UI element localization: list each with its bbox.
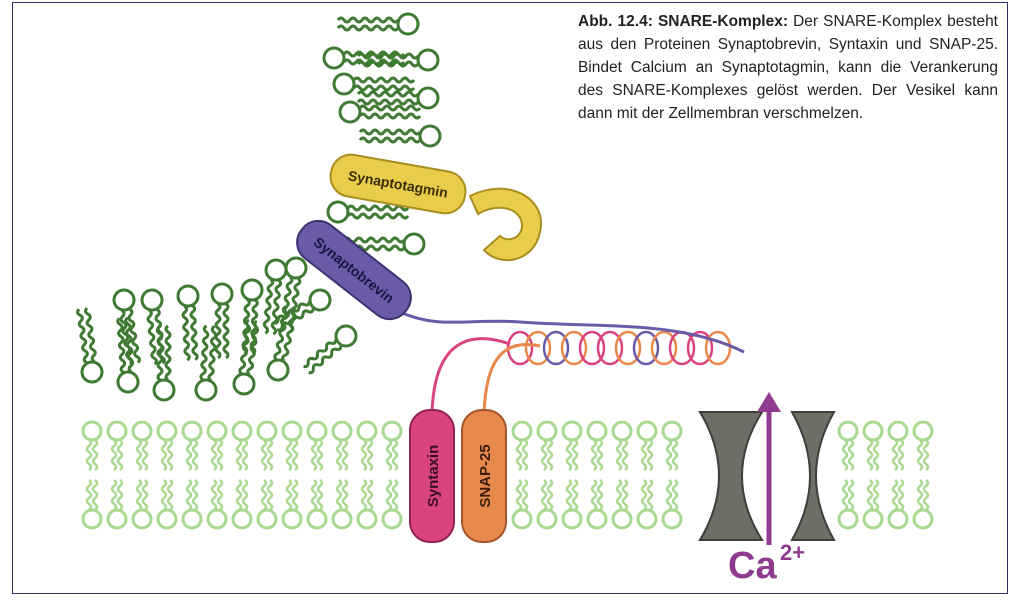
vesicle-lipid [338, 100, 422, 124]
coil-loop [614, 330, 642, 366]
calcium-channel [698, 411, 836, 541]
cell-membrane-lipid [181, 420, 203, 530]
syntaxin-protein: Syntaxin [409, 409, 455, 543]
vesicle-lipid [332, 72, 416, 96]
cell-membrane-lipid [887, 420, 909, 530]
cell-membrane-lipid [837, 420, 859, 530]
channel-right-half [790, 411, 836, 541]
cell-membrane-lipid [106, 420, 128, 530]
cell-membrane-lipid [611, 420, 633, 530]
coil-loop [632, 330, 660, 366]
vesicle-lipid [140, 288, 166, 366]
cell-membrane-lipid [381, 420, 403, 530]
cell-membrane-lipid [862, 420, 884, 530]
snap25-tail [482, 343, 541, 415]
cell-membrane-lipid [206, 420, 228, 530]
vesicle-lipid [322, 46, 406, 70]
snap25-label: SNAP-25 [477, 444, 494, 507]
vesicle-lipid [326, 200, 410, 224]
vesicle-lipid [210, 282, 234, 360]
snap25-protein: SNAP-25 [461, 409, 507, 543]
vesicle-membrane [76, 12, 442, 402]
coil-loop [578, 330, 606, 366]
coil-loop [596, 330, 624, 366]
coil-loop [650, 330, 678, 366]
vesicle-lipid [303, 324, 358, 375]
cell-membrane-lipid [331, 420, 353, 530]
caption-title: Abb. 12.4: SNARE-Komplex: [578, 13, 788, 30]
cell-membrane [81, 420, 934, 530]
vesicle-lipid [232, 318, 260, 396]
vesicle-lipid [356, 86, 440, 110]
cell-membrane-lipid [281, 420, 303, 530]
caption-text: Der SNARE-Komplex besteht aus den Protei… [578, 13, 998, 122]
figure-caption: Abb. 12.4: SNARE-Komplex: Der SNARE-Komp… [578, 10, 998, 125]
cell-membrane-lipid [511, 420, 533, 530]
cell-membrane-lipid [586, 420, 608, 530]
vesicle-lipid [76, 307, 104, 384]
syntaxin-tail [430, 337, 511, 415]
coil-loop [542, 330, 570, 366]
coil-loop [524, 330, 552, 366]
vesicle-lipid [358, 124, 442, 148]
calcium-influx-arrow [757, 392, 781, 545]
vesicle-lipid [272, 288, 332, 332]
cell-membrane-lipid [256, 420, 278, 530]
cell-membrane-lipid [306, 420, 328, 530]
cell-membrane-lipid [561, 420, 583, 530]
vesicle-lipid [176, 284, 200, 362]
cell-membrane-lipid [661, 420, 683, 530]
cell-membrane-lipid [912, 420, 934, 530]
cell-membrane-lipid [356, 420, 378, 530]
vesicle-lipid [194, 324, 218, 402]
cell-membrane-lipid [131, 420, 153, 530]
channel-left-half [698, 411, 764, 541]
syntaxin-label: Syntaxin [425, 445, 442, 508]
cell-membrane-lipid [81, 420, 103, 530]
vesicle-lipid [112, 288, 141, 365]
vesicle-lipid [336, 12, 420, 36]
cell-membrane-lipid [156, 420, 178, 530]
synaptotagmin-hook [468, 187, 543, 262]
cell-membrane-lipid [636, 420, 658, 530]
synaptotagmin-protein: Synaptotagmin [329, 153, 543, 262]
synaptobrevin-tail [399, 310, 745, 354]
vesicle-lipid [152, 324, 176, 402]
coil-loop [686, 330, 714, 366]
cell-membrane-lipid [536, 420, 558, 530]
calcium-charge-label: 2+ [780, 540, 805, 565]
vesicle-lipid [279, 256, 308, 334]
cell-membrane-lipid [231, 420, 253, 530]
coil-loop [560, 330, 588, 366]
calcium-label: Ca [728, 545, 777, 587]
coil-loop [704, 330, 732, 366]
vesicle-lipid [240, 278, 264, 356]
